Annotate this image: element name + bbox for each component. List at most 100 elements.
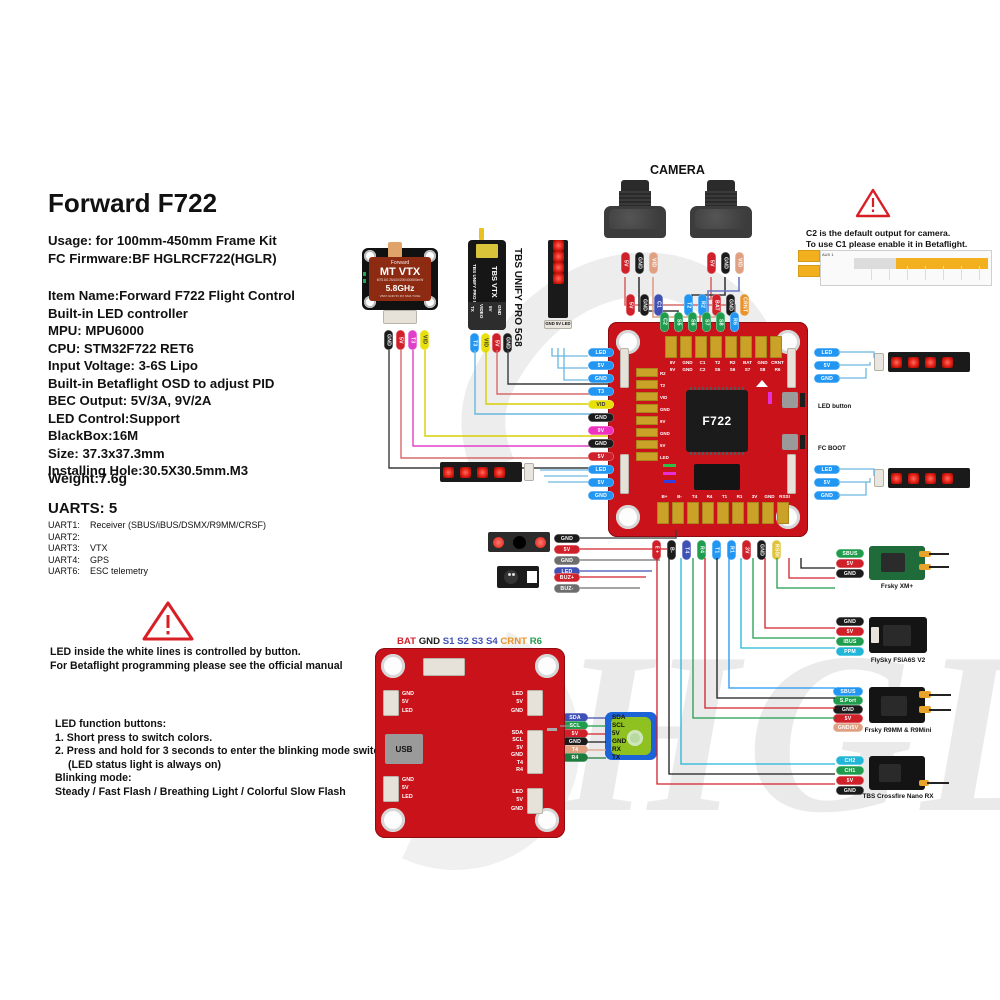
receiver-wire-group <box>656 558 835 785</box>
fc-right-connector-bottom <box>787 454 796 494</box>
spec-item: BEC Output: 5V/3A, 9V/2A <box>48 393 212 408</box>
fc-left-bubble-gnd: GND <box>588 374 614 383</box>
xm-bubble-gnd: GND <box>836 569 864 578</box>
tbs-pin-bubble-5v: 5V <box>492 333 501 353</box>
r9mm-bubble-sbus: SBUS <box>833 687 863 696</box>
bottom-board-header-labels: BAT GND S1 S2 S3 S4 CRNT R6 <box>397 636 542 647</box>
led-button[interactable] <box>782 392 805 408</box>
spec-usage: Usage: for 100mm-450mm Frame Kit FC Firm… <box>48 232 277 267</box>
gps-bubble-sda: SDA <box>562 713 588 722</box>
gps-pin-gnd: GND <box>612 738 627 745</box>
camera-pin-labels: 5V GND VID <box>697 242 745 248</box>
camera-pin-bubble-5v: 5V <box>707 252 716 274</box>
gps-pin-5v: 5V <box>612 730 620 737</box>
gps-antenna-icon <box>627 730 643 746</box>
betaflight-slider-track[interactable] <box>854 258 896 269</box>
led-strip-right-top-connector <box>874 353 884 371</box>
bottom-board-link-line <box>547 728 557 731</box>
flash-chip <box>694 464 740 490</box>
spec-item: LED Control:Support <box>48 410 180 426</box>
r9mm-bubble-5v: 5V <box>833 714 863 723</box>
fc-left-bubble-gnd2: GND <box>588 413 614 422</box>
bottom-board-gps-link <box>560 725 570 727</box>
fc-left-bubble-gnd4: GND <box>588 491 614 500</box>
receiver-name-crossfire: TBS Crossfire Nano RX <box>862 793 934 800</box>
fc-bottom-bubble-rssi: RSSI <box>772 540 781 560</box>
tbs-vtx-title: TBS UNIFY PRO 5G8 <box>512 248 523 347</box>
bottom-board-right-top-header <box>527 690 543 716</box>
fc-bottom-pad-row <box>657 502 792 524</box>
fc-boot-button[interactable] <box>782 434 805 450</box>
spec-item: Built-in LED controller <box>48 305 188 321</box>
buzzer-bubble-plus: BUZ+ <box>554 573 580 582</box>
uart-row: UART2: <box>48 531 80 542</box>
spec-details: Item Name:Forward F722 Flight Control Bu… <box>48 287 295 480</box>
bottom-board-left-top-header <box>383 690 399 716</box>
fc-bottom-bubble-r1: R1 <box>727 540 736 560</box>
betaflight-aux-label: AUX 1 <box>822 252 834 257</box>
vtx-wire-group <box>388 350 612 469</box>
fc-left-pad-column <box>636 368 658 464</box>
fc-top-pad-labels-row1: 5V GND C1 T2 R2 BAT GND CRNT <box>669 360 784 365</box>
fc-left-bubble-t3: T3 <box>588 387 614 396</box>
vtx-pin-bubble-5v: 5V <box>396 330 405 350</box>
bottom-board: USB GND 5V LED GND 5V LED LED 5V GND SDA… <box>375 648 565 838</box>
bottom-board-left-bottom-header <box>383 776 399 802</box>
spec-item: MPU: MPU6000 <box>48 323 145 338</box>
fc-left-bubble-5v3: 5V <box>588 478 614 487</box>
led-strip-right-bottom <box>888 468 970 488</box>
uarts-list: UART1:Receiver (SBUS/iBUS/DSMX/R9MM/CRSF… <box>48 520 266 578</box>
camera-body <box>690 206 752 238</box>
tbs-vtx-subname: TBS UNIFY PRO 5G8 <box>472 264 477 310</box>
gps-bubble-gnd: GND <box>562 737 588 746</box>
led-strip-connector <box>544 320 572 329</box>
uart-row: UART1:Receiver (SBUS/iBUS/DSMX/R9MM/CRSF… <box>48 520 267 530</box>
camera-barrel <box>619 191 651 207</box>
mcu-chip: F722 <box>686 387 748 455</box>
vtx-pin-bubble-t3: T3 <box>408 330 417 350</box>
betaflight-slider-range[interactable] <box>896 258 988 269</box>
fc-top-bubble-bat: BAT <box>712 294 721 316</box>
betaflight-modes-panel[interactable]: AUX 1 <box>798 250 992 286</box>
gps-bubble-5v: 5V <box>562 729 588 738</box>
mt-vtx-connector <box>383 310 417 324</box>
spec-weight: Weight:7.6g <box>48 470 128 486</box>
gps-bubble-t4: T4 <box>562 745 588 754</box>
fc-right-connector-top <box>787 348 796 388</box>
tbs-pin-header <box>476 244 498 258</box>
gps-bubble-scl: SCL <box>562 721 588 730</box>
gps-pin-sda: SDA <box>612 714 626 721</box>
fc-left-connector-bottom <box>620 454 629 494</box>
r9mm-bubble-sport: S.Port <box>833 696 863 705</box>
fc-top-bubble-c2: C2 <box>660 312 669 332</box>
betaflight-range-bars <box>798 250 820 277</box>
spec-item: Input Voltage: 3-6S Lipo <box>48 358 198 373</box>
gps-wire-group <box>586 717 606 759</box>
led-strip-connector-label: GND 5V LED <box>545 321 571 326</box>
bottom-board-right-mid-labels: SDA SCL 5V GND T4 R4 <box>511 730 523 774</box>
spec-item: Size: 37.3x37.3mm <box>48 445 165 461</box>
gps-pin-tx: TX <box>612 754 621 761</box>
tbs-vtx-name: TBS VTX <box>490 266 499 298</box>
camera-pin-bubble-vid: VID <box>735 252 744 274</box>
camera-pin-bubble-vid: VID <box>649 252 658 274</box>
page-title: Forward F722 <box>48 188 218 218</box>
fc-top-bubble-crnt: CRNT <box>740 294 749 316</box>
gps-bubble-r4: R4 <box>562 753 588 762</box>
camera-body <box>604 206 666 238</box>
uart-row: UART6:ESC telemetry <box>48 566 149 577</box>
fc-bottom-bubble-3v: 3V <box>742 540 751 560</box>
camera-barrel <box>705 191 737 207</box>
fc-bottom-bubble-r4: R4 <box>697 540 706 560</box>
led-strip-top <box>548 240 568 318</box>
mt-vtx-label-area: Forward MT VTX MT5.8G 25/100/200/400/600… <box>369 257 431 301</box>
fc-top-bubble-r6: R6 <box>730 312 739 332</box>
warning-icon <box>142 600 194 647</box>
usb-port: USB <box>385 734 423 764</box>
uart-row: UART4:GPS <box>48 554 110 565</box>
warning-icon-camera <box>855 188 891 223</box>
tbs-pin-bubble-t3: T3 <box>470 333 479 353</box>
tbs-pin-bubble-gnd: GND <box>503 333 512 353</box>
bottom-board-right-bottom-header <box>527 788 543 814</box>
uarts-heading: UARTS: 5 <box>48 500 118 517</box>
